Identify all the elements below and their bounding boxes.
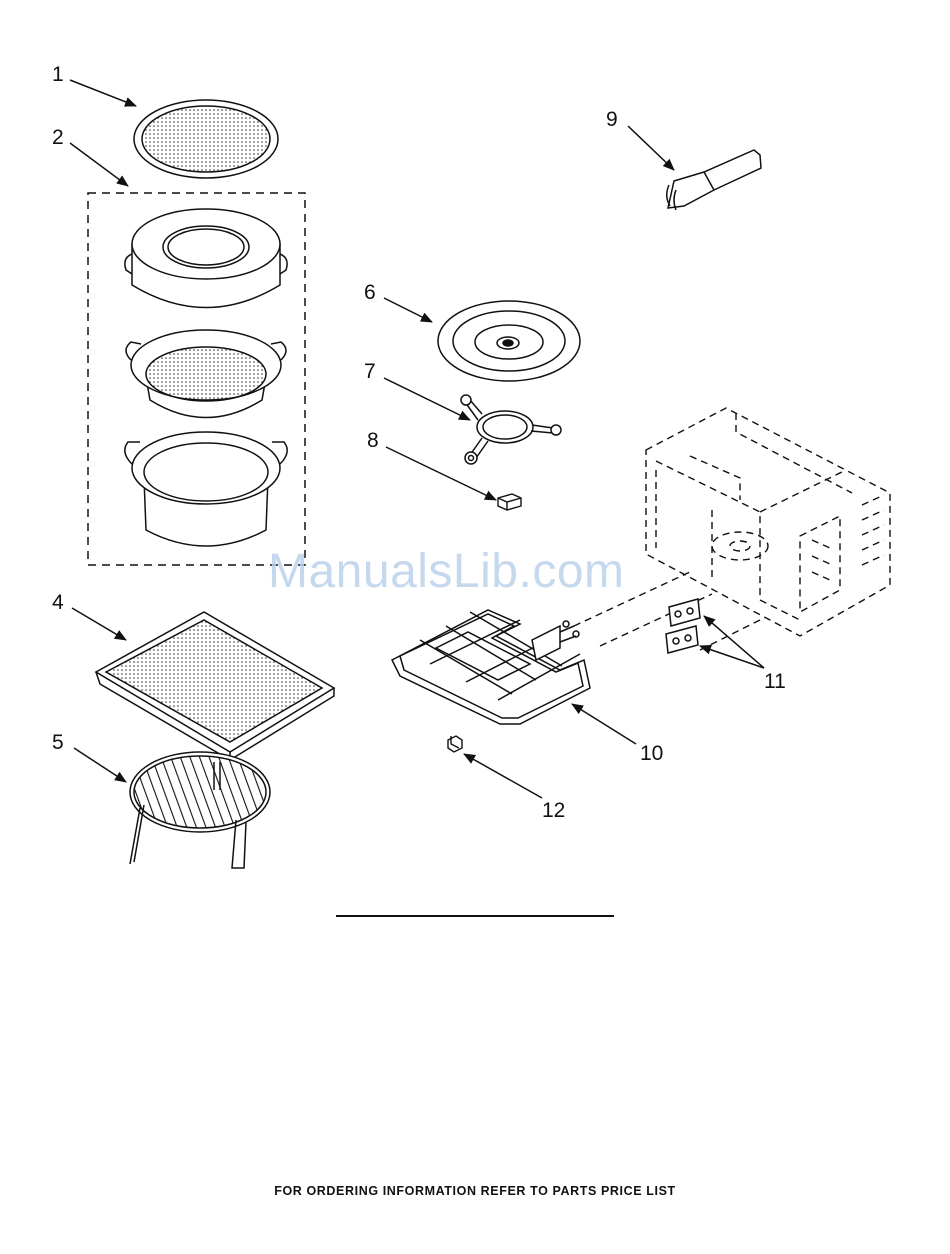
separator-line (336, 915, 614, 917)
footer-ordering-note: FOR ORDERING INFORMATION REFER TO PARTS … (0, 1184, 950, 1198)
part-9-handle (667, 150, 761, 210)
callout-7: 7 (364, 360, 376, 383)
part-12-clip (448, 736, 462, 752)
callout-2: 2 (52, 126, 64, 149)
part-10-heating-element (392, 610, 590, 724)
part-11-mounting-plates (666, 599, 700, 653)
callout-10: 10 (640, 742, 663, 765)
part-5-grill-rack (130, 752, 270, 868)
callout-9: 9 (606, 108, 618, 131)
callout-6: 6 (364, 281, 376, 304)
callout-12: 12 (542, 799, 565, 822)
callout-4: 4 (52, 591, 64, 614)
part-6-turntable-tray (438, 301, 580, 381)
part-8-coupler (498, 494, 521, 510)
part-2-steamer-assembly (88, 193, 305, 565)
callout-8: 8 (367, 429, 379, 452)
callout-11: 11 (764, 670, 786, 693)
part-1-crisp-lid (134, 100, 278, 178)
part-7-roller-support (461, 395, 561, 464)
watermark: ManualsLib.com (268, 544, 625, 599)
callout-1: 1 (52, 63, 64, 86)
oven-cavity-reference (574, 408, 890, 650)
part-4-baking-tray (96, 612, 334, 760)
callout-5: 5 (52, 731, 64, 754)
